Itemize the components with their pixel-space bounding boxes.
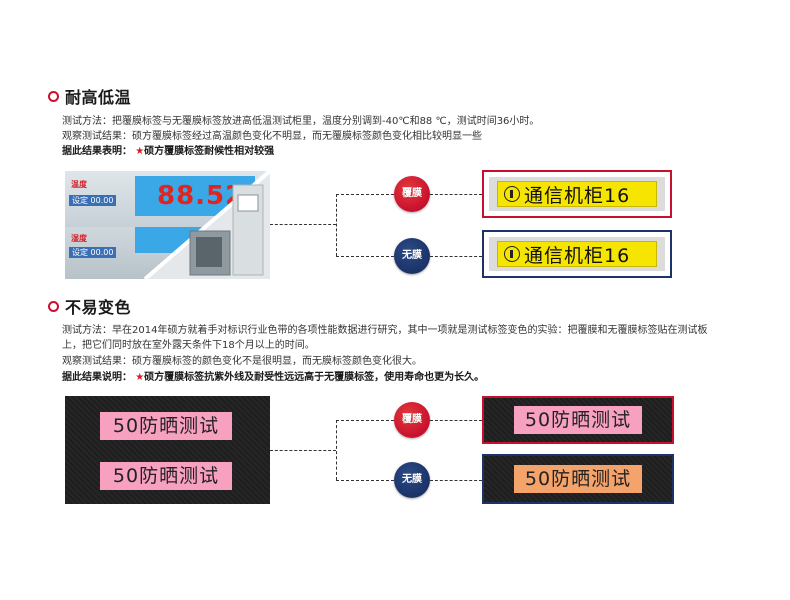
connector-line [336, 194, 337, 256]
faded-orange-label: 50防晒测试 [514, 465, 642, 493]
uncoated-badge: 无膜 [394, 462, 430, 498]
section-title: 不易变色 [65, 298, 132, 317]
coated-badge: 覆膜 [394, 176, 430, 212]
uncoated-label-sample: 通信机柜16 [482, 230, 672, 278]
pink-label-top: 50防晒测试 [100, 412, 232, 440]
uncoated-fabric-sample: 50防晒测试 [482, 454, 674, 504]
test-chamber-photo: 温度 设定 00.00 88.52 湿度 设定 00.00 [65, 171, 270, 279]
connector-line [336, 420, 337, 480]
section-title-row: 不易变色 [48, 294, 131, 318]
panel-label-temp: 温度 [71, 180, 87, 189]
section-title-row: 耐高低温 [48, 84, 131, 108]
fabric-test-board-photo: 50防晒测试 50防晒测试 [65, 396, 270, 504]
result-line: 据此结果说明： ★硕方覆膜标签抗紫外线及耐受性远远高于无覆膜标签，使用寿命也更为… [62, 370, 762, 385]
pink-label-coated: 50防晒测试 [514, 406, 642, 434]
signal-icon [504, 186, 520, 202]
connector-line [430, 420, 482, 421]
tag-text: 通信机柜16 [524, 244, 631, 267]
panel-label-humidity: 湿度 [71, 234, 87, 243]
coated-badge: 覆膜 [394, 402, 430, 438]
yellow-label: 通信机柜16 [497, 241, 657, 267]
connector-line [430, 480, 482, 481]
connector-line [336, 194, 394, 195]
ring-bullet-icon [48, 300, 59, 312]
connector-line [270, 450, 336, 451]
connector-line [270, 224, 336, 225]
method-text: 测试方法：把覆膜标签与无覆膜标签放进高低温测试柜里，温度分别调到-40℃和88 … [62, 116, 540, 127]
result-line: 据此结果表明： ★硕方覆膜标签耐候性相对较强 [62, 144, 762, 159]
observe-text: 观察测试结果：硕方覆膜标签的颜色变化不是很明显，而无膜标签颜色变化很大。 [62, 356, 422, 367]
ring-bullet-icon [48, 90, 59, 102]
coated-label-sample: 通信机柜16 [482, 170, 672, 218]
panel-value-humidity: 设定 00.00 [69, 247, 117, 258]
result-label: 据此结果说明： [62, 372, 132, 383]
uncoated-badge: 无膜 [394, 238, 430, 274]
star-icon: ★ [135, 372, 145, 383]
signal-icon [504, 246, 520, 262]
result-label: 据此结果表明： [62, 146, 132, 157]
connector-line [336, 256, 394, 257]
method-text-line1: 测试方法：早在2014年硕方就着手对标识行业色带的各项性能数据进行研究，其中一项… [62, 325, 708, 336]
yellow-label: 通信机柜16 [497, 181, 657, 207]
tag-text: 通信机柜16 [524, 184, 631, 207]
connector-line [336, 420, 394, 421]
star-icon: ★ [135, 146, 145, 157]
connector-line [430, 256, 482, 257]
chamber-overlay-graphic [143, 171, 270, 279]
coated-fabric-sample: 50防晒测试 [482, 396, 674, 444]
panel-value-temp: 设定 00.00 [69, 195, 117, 206]
method-text-line2: 上，把它们同时放在室外露天条件下18个月以上的时间。 [62, 340, 315, 351]
observe-text: 观察测试结果：硕方覆膜标签经过高温颜色变化不明显，而无覆膜标签颜色变化相比较明显… [62, 131, 482, 142]
section-title: 耐高低温 [65, 88, 132, 107]
connector-line [336, 480, 394, 481]
pink-label-bottom: 50防晒测试 [100, 462, 232, 490]
connector-line [430, 194, 482, 195]
conclusion-text: 硕方覆膜标签耐候性相对较强 [144, 146, 275, 157]
control-panel-top: 温度 设定 00.00 88.52 [65, 171, 270, 227]
conclusion-text: 硕方覆膜标签抗紫外线及耐受性远远高于无覆膜标签，使用寿命也更为长久。 [144, 372, 485, 383]
